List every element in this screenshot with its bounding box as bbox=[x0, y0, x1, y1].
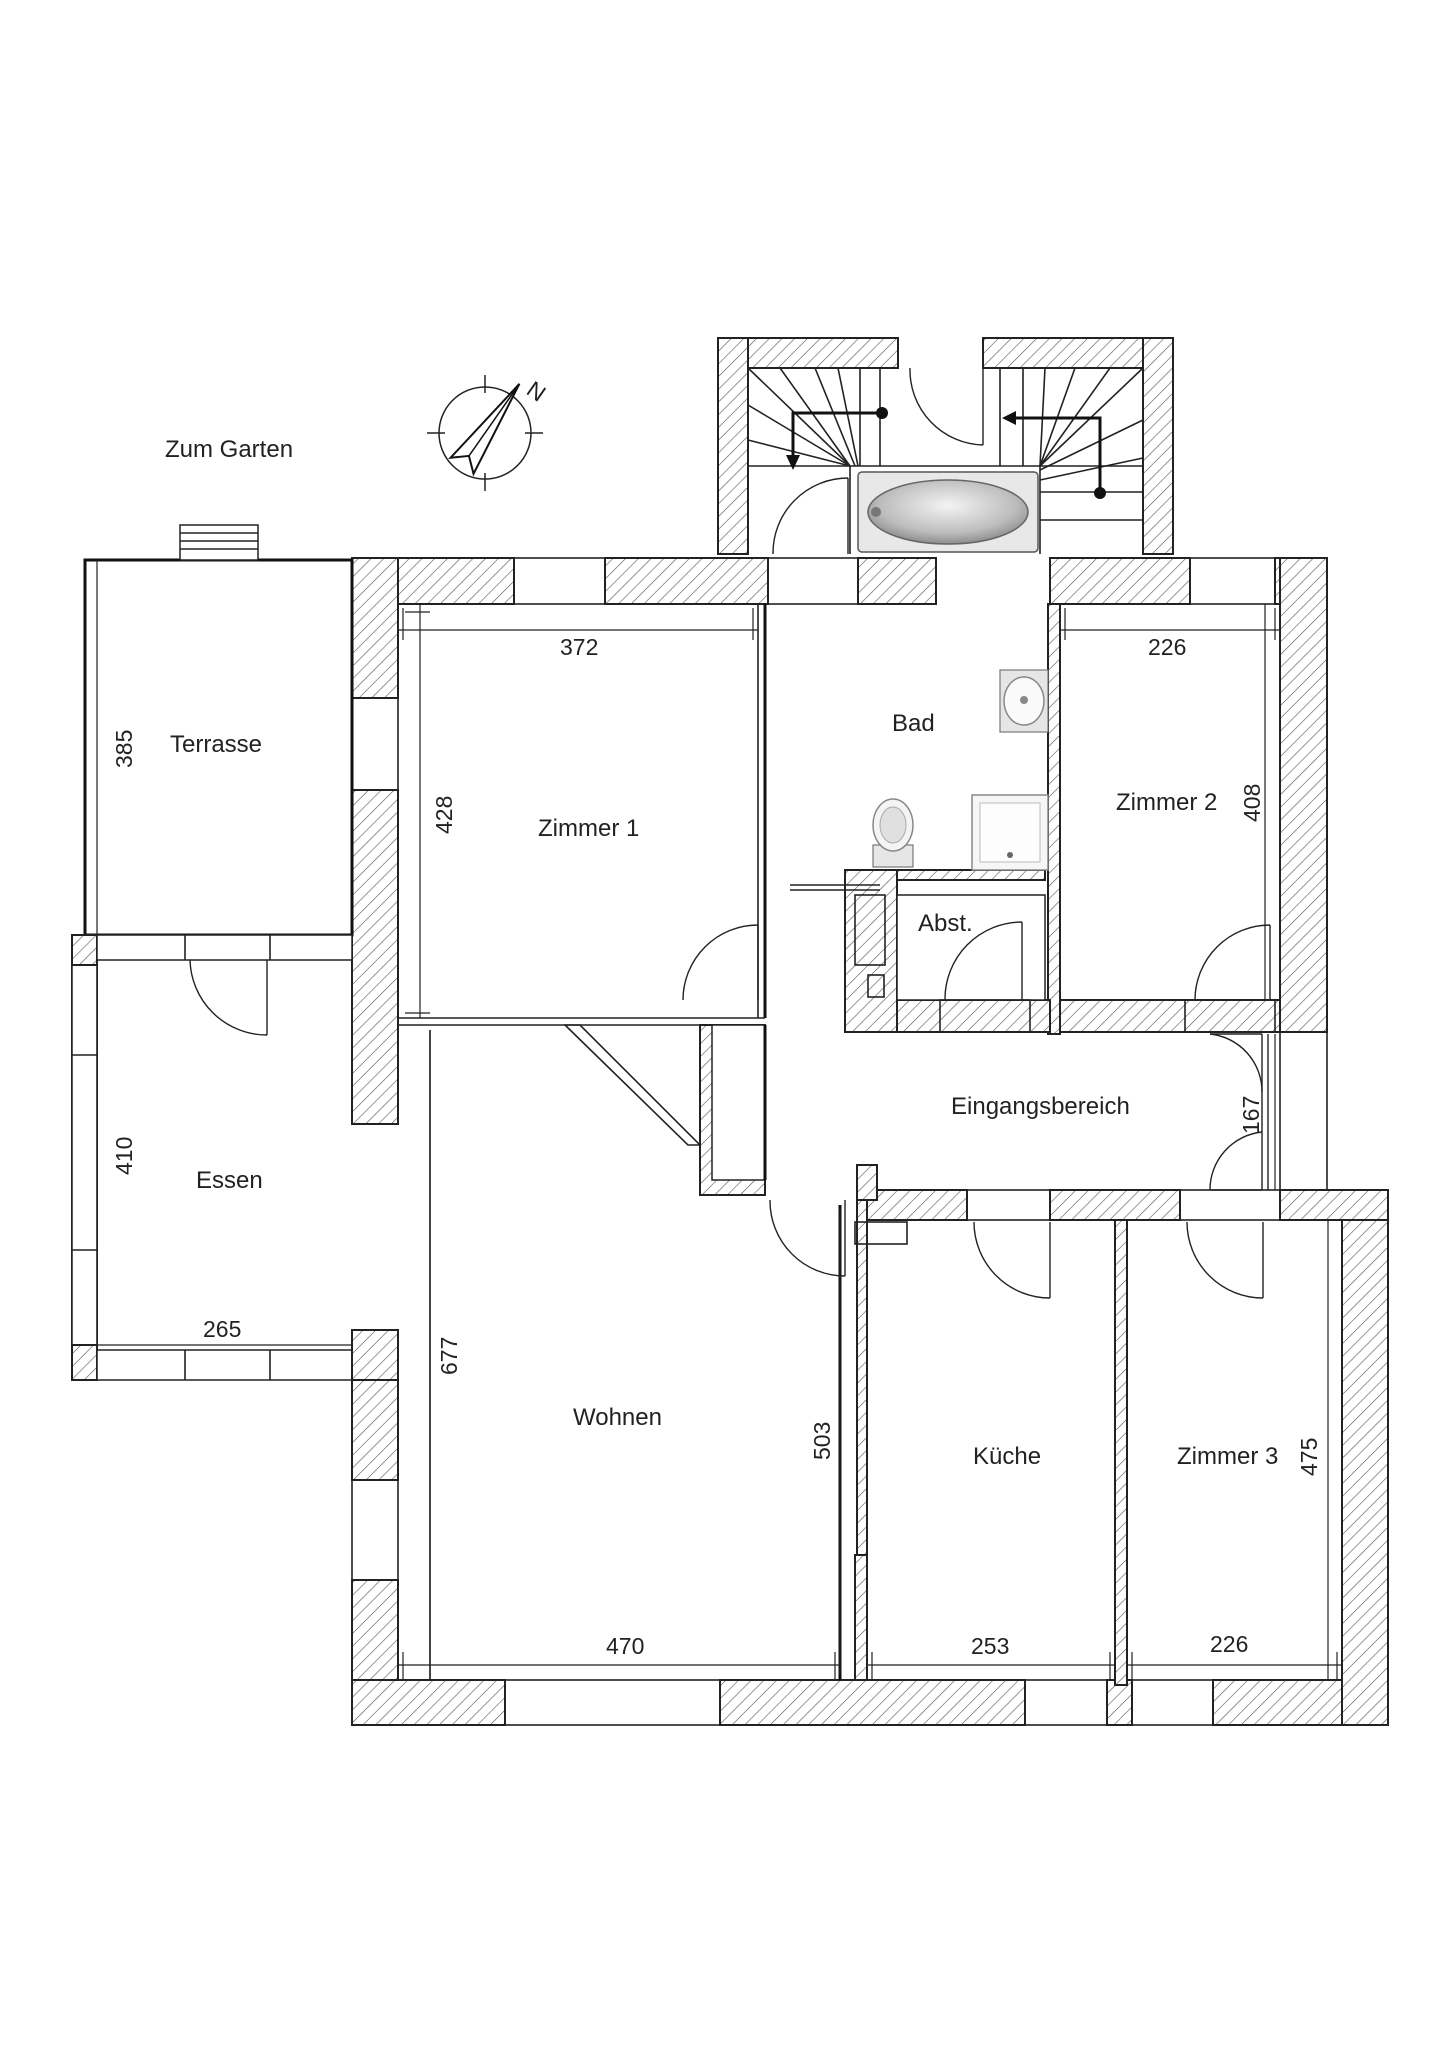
room-label-zimmer1: Zimmer 1 bbox=[538, 815, 639, 842]
dim-terrasse-height: 385 bbox=[111, 730, 137, 768]
zimmer1-door bbox=[682, 924, 759, 1001]
abst-door bbox=[944, 921, 1023, 1001]
compass-icon: N bbox=[427, 375, 551, 491]
compass-north-label: N bbox=[522, 376, 551, 407]
wohnen-door bbox=[769, 1199, 846, 1277]
room-label-terrasse: Terrasse bbox=[170, 731, 262, 758]
dim-wohnen-width: 470 bbox=[606, 1633, 644, 1659]
note-garden: Zum Garten bbox=[165, 436, 293, 463]
terrasse-essen-block bbox=[71, 524, 431, 1680]
sink-icon bbox=[999, 669, 1049, 733]
stairwell bbox=[717, 337, 1174, 555]
room-label-essen: Essen bbox=[196, 1167, 263, 1194]
dim-essen-width: 265 bbox=[203, 1316, 241, 1342]
dimension-lines bbox=[96, 560, 1342, 1680]
dim-zimmer2-height: 408 bbox=[1239, 784, 1265, 822]
dim-wohnen-height: 677 bbox=[436, 1337, 462, 1375]
dim-zimmer1-height: 428 bbox=[431, 796, 457, 834]
essen-door bbox=[189, 959, 268, 1036]
room-label-wohnen: Wohnen bbox=[573, 1404, 662, 1431]
dim-zimmer3-height: 475 bbox=[1296, 1438, 1322, 1476]
bathtub-icon bbox=[857, 471, 1039, 553]
stair-left bbox=[747, 367, 881, 467]
dim-kueche-width: 253 bbox=[971, 1633, 1009, 1659]
dim-essen-height: 410 bbox=[111, 1137, 137, 1175]
entrance-doors bbox=[1209, 1033, 1269, 1191]
kueche-door bbox=[973, 1221, 1051, 1299]
dim-kueche-height: 503 bbox=[809, 1422, 835, 1460]
landing-door bbox=[772, 477, 849, 555]
room-label-zimmer2: Zimmer 2 bbox=[1116, 789, 1217, 816]
dim-eingang-height: 167 bbox=[1238, 1096, 1264, 1134]
doors bbox=[682, 921, 1271, 1299]
room-label-zimmer3: Zimmer 3 bbox=[1177, 1443, 1278, 1470]
zimmer3-door bbox=[1186, 1221, 1264, 1299]
shower-icon bbox=[971, 794, 1049, 871]
zimmer2-door bbox=[1194, 924, 1271, 1001]
dim-zimmer2-width: 226 bbox=[1148, 634, 1186, 660]
room-label-kueche: Küche bbox=[973, 1443, 1041, 1470]
toilet-icon bbox=[872, 798, 914, 868]
dim-zimmer1-width: 372 bbox=[560, 634, 598, 660]
room-label-abst: Abst. bbox=[918, 910, 973, 937]
labels: Zum Garten Terrasse Zimmer 1 Bad Zimmer … bbox=[111, 436, 1322, 1659]
room-label-eingang: Eingangsbereich bbox=[951, 1093, 1130, 1120]
outer-walls bbox=[351, 557, 1389, 1726]
room-label-bad: Bad bbox=[892, 710, 935, 737]
interior-walls bbox=[398, 603, 1281, 1686]
stair-arrows bbox=[786, 407, 1106, 499]
dim-zimmer3-width: 226 bbox=[1210, 1631, 1248, 1657]
stairwell-door bbox=[909, 367, 984, 446]
